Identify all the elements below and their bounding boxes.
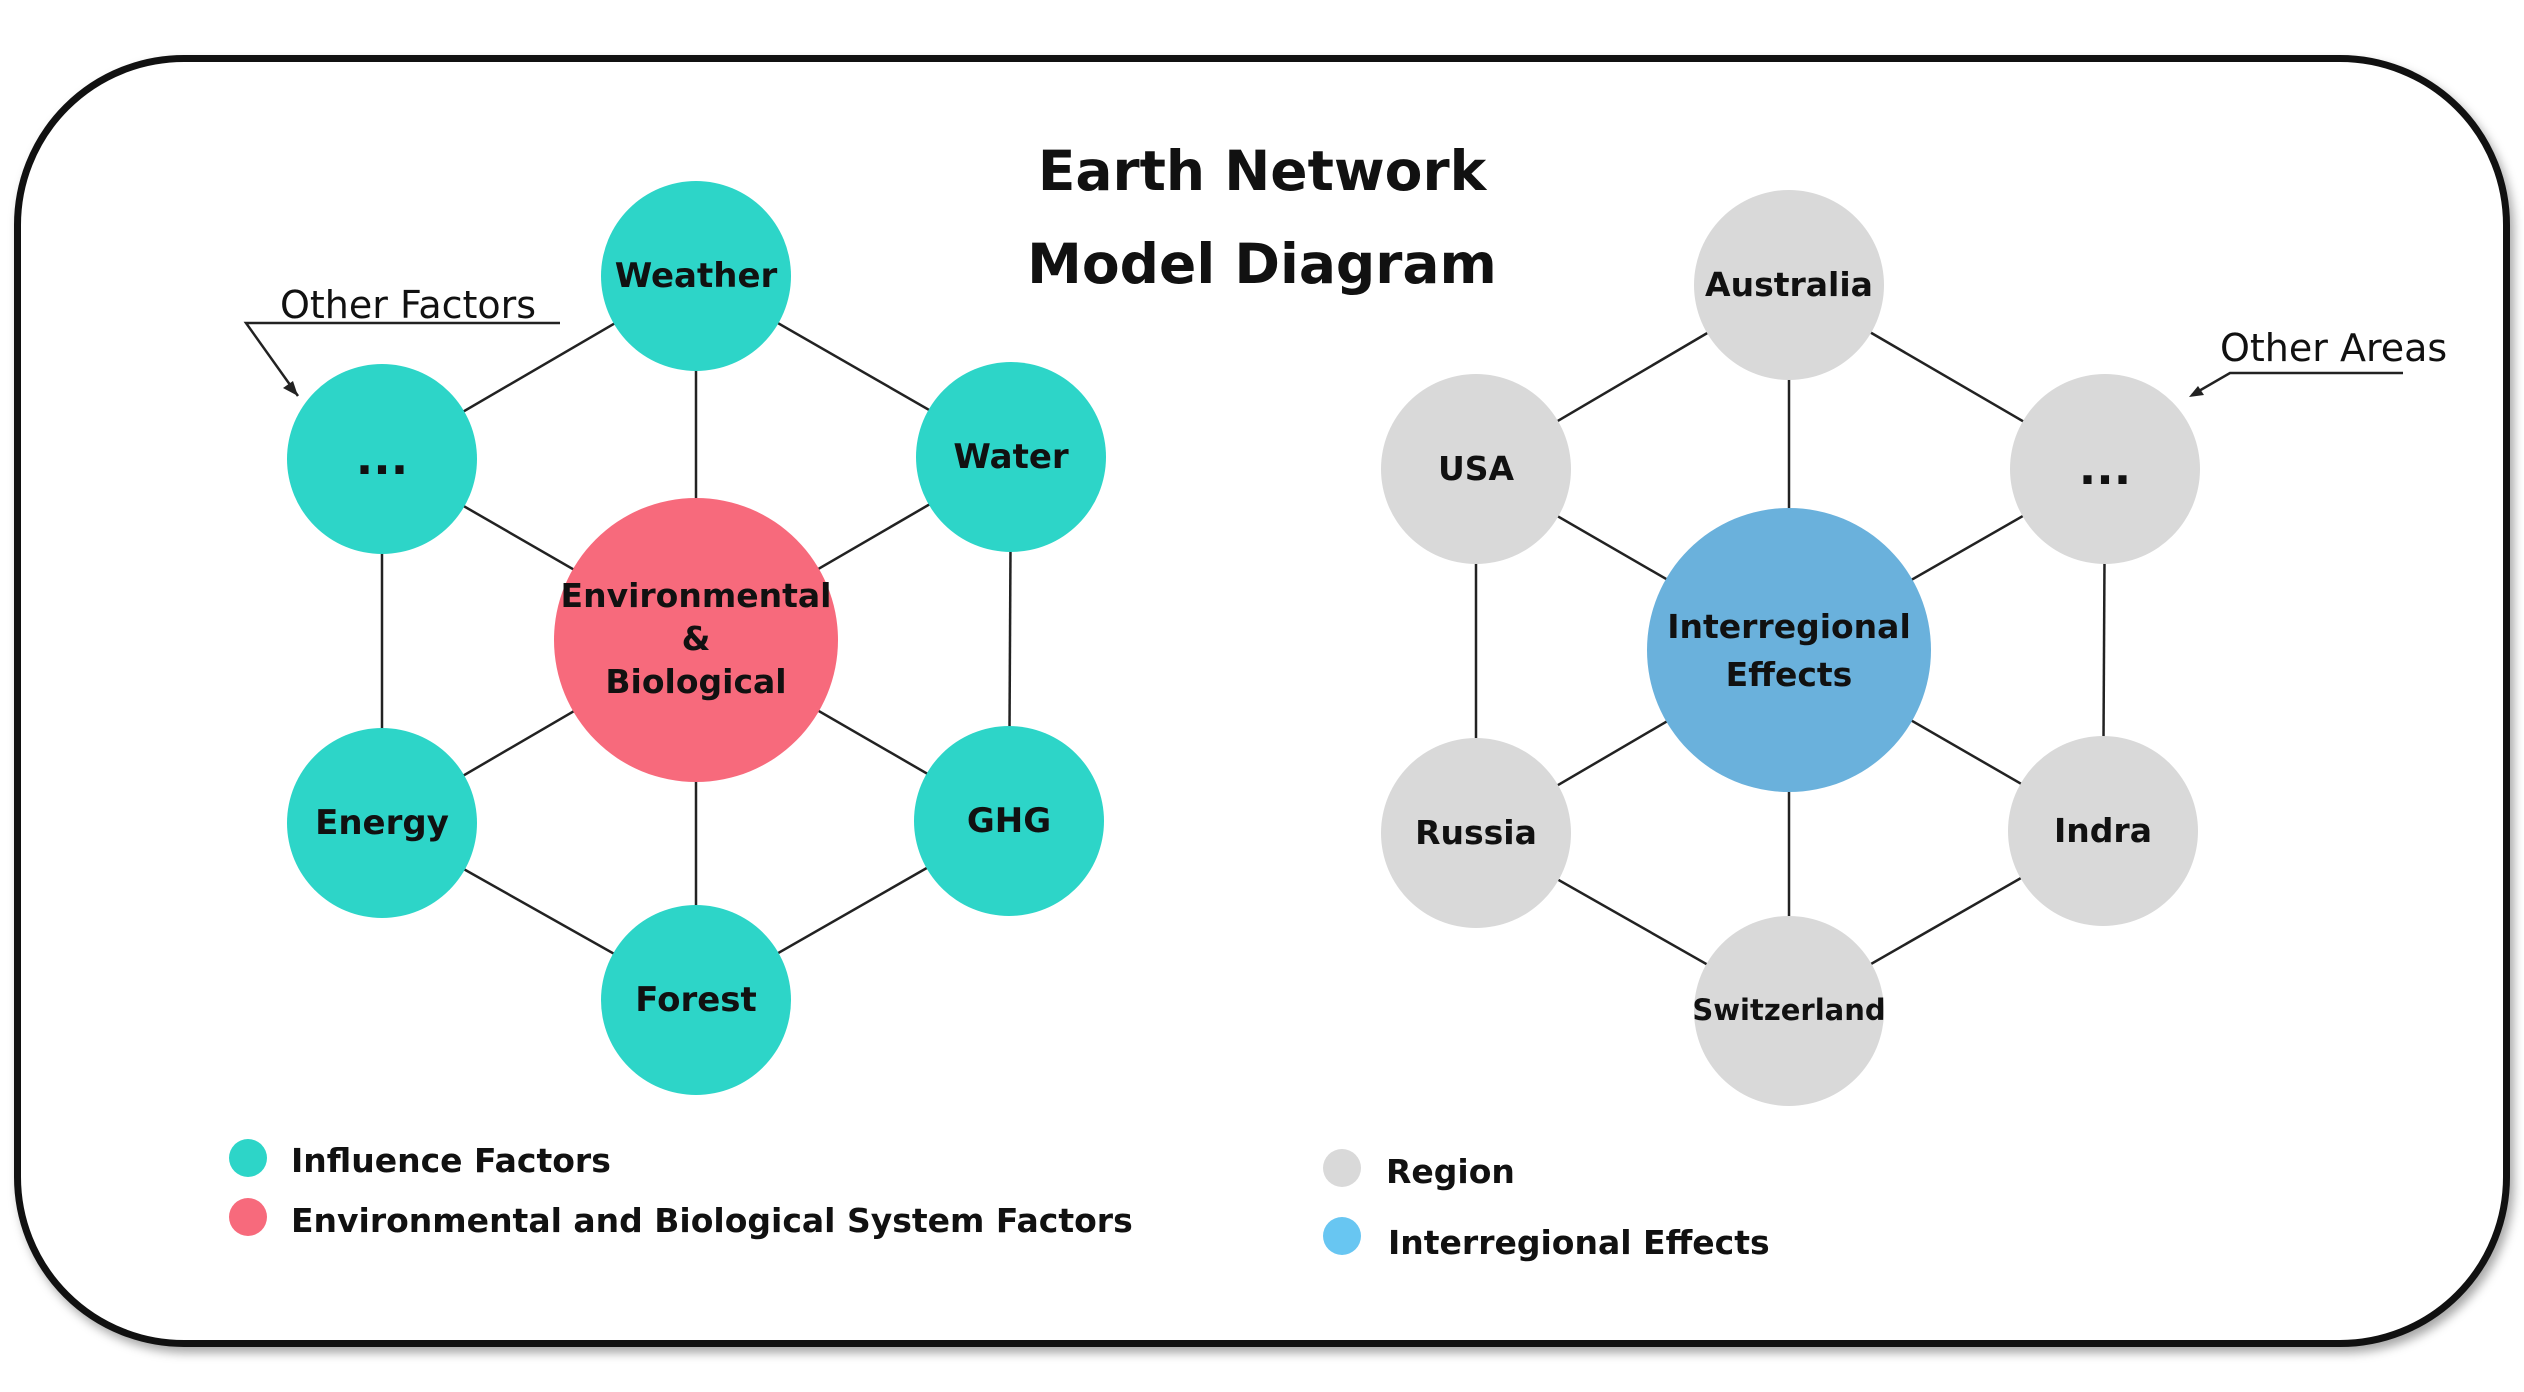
- node-more-areas: [2010, 374, 2200, 564]
- node-energy-label: Energy: [315, 803, 449, 843]
- node-water: [916, 362, 1106, 552]
- node-interregional-center: [1647, 508, 1931, 792]
- node-weather-label: Weather: [615, 256, 778, 296]
- node-ghg-label: GHG: [967, 801, 1051, 841]
- other-areas-label: Other Areas: [2220, 326, 2447, 370]
- node-australia-label: Australia: [1705, 265, 1873, 304]
- legend-environmental-system-label: Environmental and Biological System Fact…: [291, 1201, 1133, 1240]
- legend-influence-factors-swatch: [229, 1139, 267, 1177]
- node-weather: [601, 181, 791, 371]
- node-switzerland-label: Switzerland: [1692, 993, 1885, 1027]
- legend-left: Influence Factors Environmental and Biol…: [229, 1139, 1133, 1240]
- other-factors-pointer-line: [243, 321, 560, 397]
- node-more-factors: [287, 364, 477, 554]
- node-more-areas-label: ...: [2079, 441, 2131, 495]
- node-forest: [601, 905, 791, 1095]
- node-russia: [1381, 738, 1571, 928]
- node-ghg: [914, 726, 1104, 916]
- other-factors-label: Other Factors: [280, 283, 536, 327]
- legend-right: Region Interregional Effects: [1323, 1149, 1770, 1262]
- title-line-1: Earth Network: [1038, 139, 1488, 203]
- node-switzerland: [1694, 916, 1884, 1106]
- node-indra: [2008, 736, 2198, 926]
- legend-interregional-effects-label: Interregional Effects: [1388, 1223, 1770, 1262]
- other-areas-annotation: Other Areas: [2189, 326, 2447, 397]
- diagram-frame: [14, 55, 2510, 1347]
- node-forest-label: Forest: [635, 980, 757, 1020]
- node-environmental-center: [554, 498, 838, 782]
- node-russia-label: Russia: [1415, 813, 1537, 852]
- right-network-nodes: Australia ... Indra Switzerland Russia U…: [1381, 190, 2200, 1106]
- title-line-2: Model Diagram: [1027, 232, 1497, 296]
- node-more-factors-label: ...: [356, 431, 408, 485]
- interregional-center-line-2: Effects: [1726, 655, 1853, 694]
- legend-region-label: Region: [1386, 1152, 1515, 1191]
- other-factors-annotation: Other Factors: [243, 283, 560, 397]
- other-factors-arrowhead-icon: [283, 381, 298, 396]
- node-usa-label: USA: [1438, 449, 1515, 488]
- node-water-label: Water: [953, 437, 1069, 477]
- legend-environmental-system-swatch: [229, 1198, 267, 1236]
- legend-interregional-effects-swatch: [1323, 1217, 1361, 1255]
- left-network-nodes: Weather Water GHG Forest Energy ... Envi…: [287, 181, 1106, 1095]
- legend-influence-factors-label: Influence Factors: [291, 1141, 611, 1180]
- legend-region-swatch: [1323, 1149, 1361, 1187]
- node-indra-label: Indra: [2054, 811, 2152, 850]
- environmental-center-line-2: &: [682, 619, 711, 658]
- environmental-center-line-1: Environmental: [561, 576, 832, 615]
- environmental-center-line-3: Biological: [605, 662, 786, 701]
- node-energy: [287, 728, 477, 918]
- other-areas-arrowhead-icon: [2189, 386, 2204, 397]
- node-australia: [1694, 190, 1884, 380]
- interregional-center-line-1: Interregional: [1667, 607, 1911, 646]
- other-areas-pointer-line: [2191, 371, 2403, 397]
- node-usa: [1381, 374, 1571, 564]
